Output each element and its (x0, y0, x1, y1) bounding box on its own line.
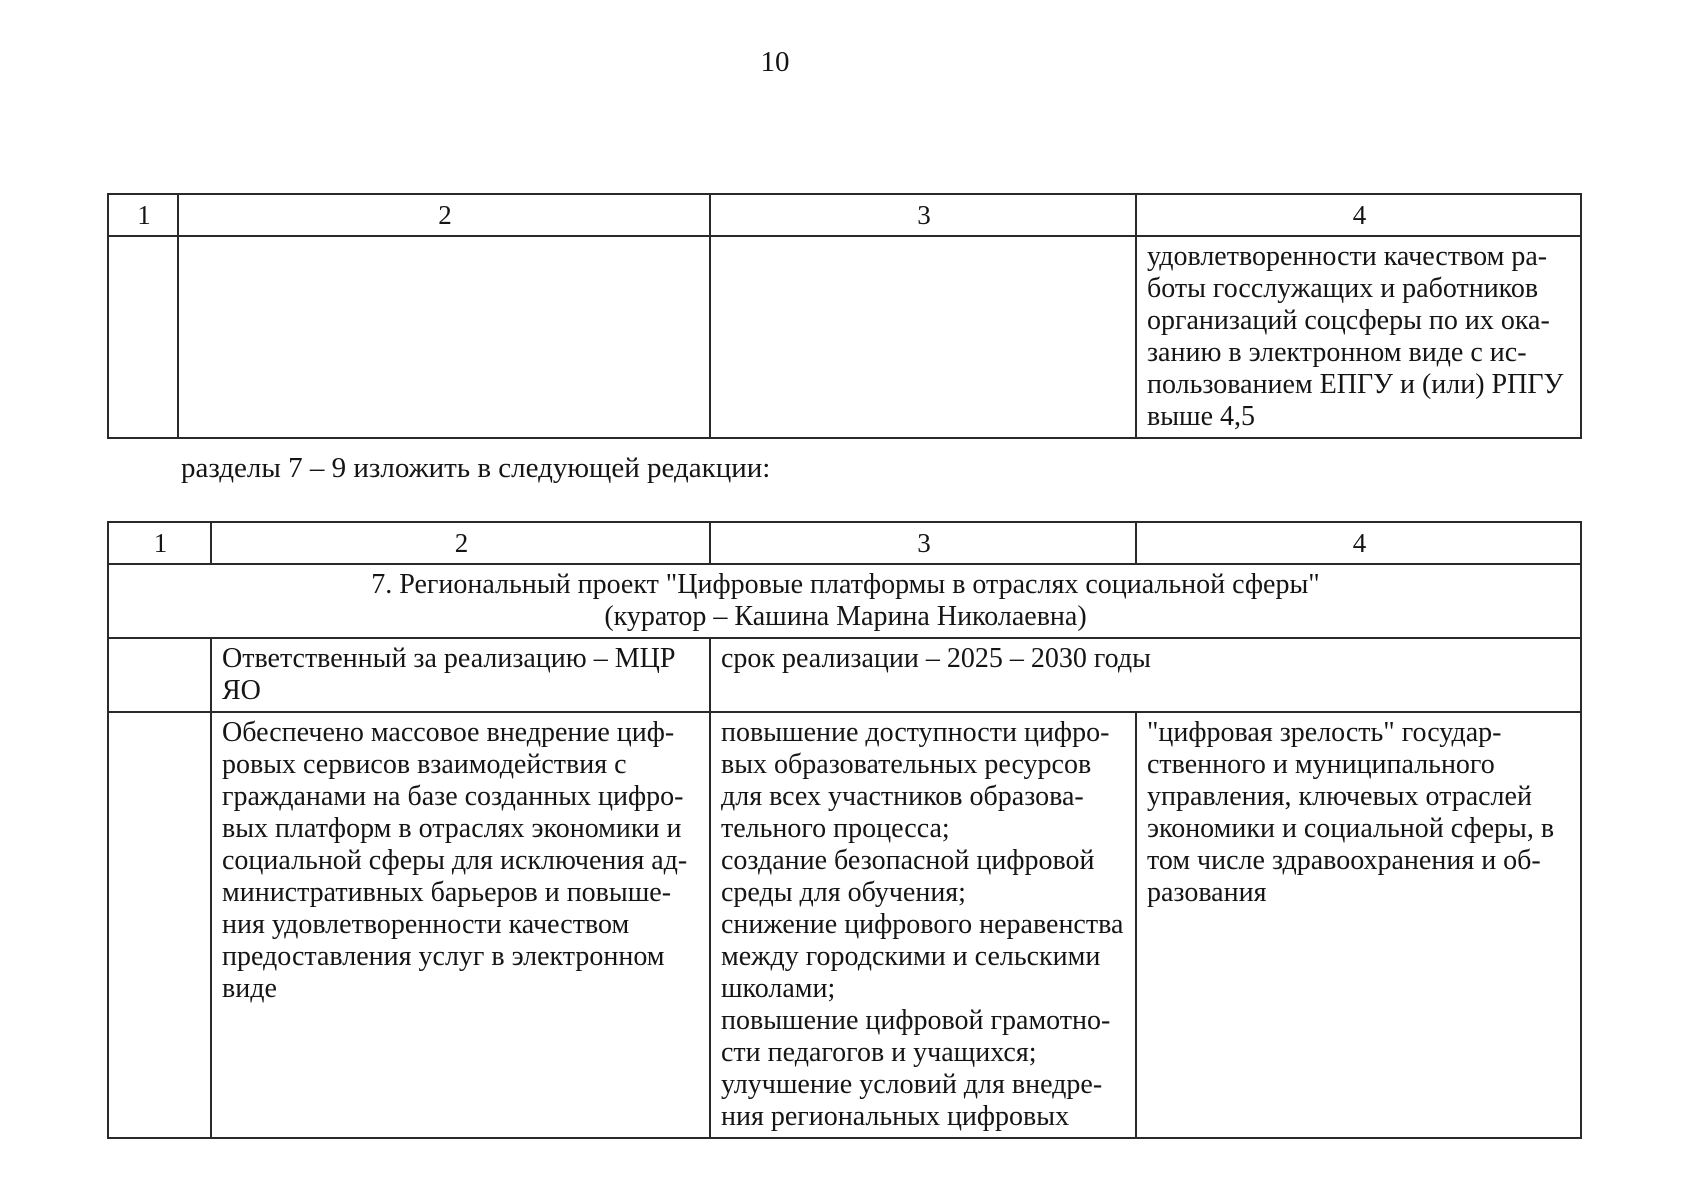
table-continuation: 1 2 3 4 удовлетворенности качеством ра- … (107, 193, 1582, 439)
table-cell-empty (107, 235, 179, 439)
table2-header-row: 1 2 3 4 (107, 521, 1582, 565)
period-cell: срок реализации – 2025 – 2030 годы (709, 637, 1582, 713)
page-number: 10 (760, 46, 790, 78)
table2-body-row: Обеспечено массовое внедрение циф- ровых… (107, 711, 1582, 1139)
responsible-cell: Ответственный за реализацию – МЦР ЯО (210, 637, 711, 713)
table-cell-empty (107, 711, 212, 1139)
intro-paragraph: разделы 7 – 9 изложить в следующей редак… (181, 452, 771, 484)
column-header-4: 4 (1135, 521, 1582, 565)
column-header-2: 2 (177, 193, 711, 237)
table-project-7: 1 2 3 4 7. Региональный проект "Цифровые… (107, 521, 1582, 1139)
table1-body-row: удовлетворенности качеством ра- боты гос… (107, 235, 1582, 439)
table-cell-goal-text: Обеспечено массовое внедрение циф- ровых… (210, 711, 711, 1139)
column-header-4: 4 (1135, 193, 1582, 237)
table-cell-empty (177, 235, 711, 439)
column-header-1: 1 (107, 521, 212, 565)
column-header-1: 1 (107, 193, 179, 237)
table-cell-tasks-text: повышение доступности цифро- вых образов… (709, 711, 1137, 1139)
column-header-2: 2 (210, 521, 711, 565)
table-cell-indicator-text: удовлетворенности качеством ра- боты гос… (1135, 235, 1582, 439)
column-header-3: 3 (709, 193, 1137, 237)
table-cell-empty (709, 235, 1137, 439)
table-cell-empty (107, 637, 212, 713)
table1-header-row: 1 2 3 4 (107, 193, 1582, 237)
table2-meta-row: Ответственный за реализацию – МЦР ЯО сро… (107, 637, 1582, 713)
project-title-cell: 7. Региональный проект "Цифровые платфор… (107, 563, 1582, 639)
column-header-3: 3 (709, 521, 1137, 565)
table2-title-row: 7. Региональный проект "Цифровые платфор… (107, 563, 1582, 639)
table-cell-result-text: "цифровая зрелость" государ- ственного и… (1135, 711, 1582, 1139)
